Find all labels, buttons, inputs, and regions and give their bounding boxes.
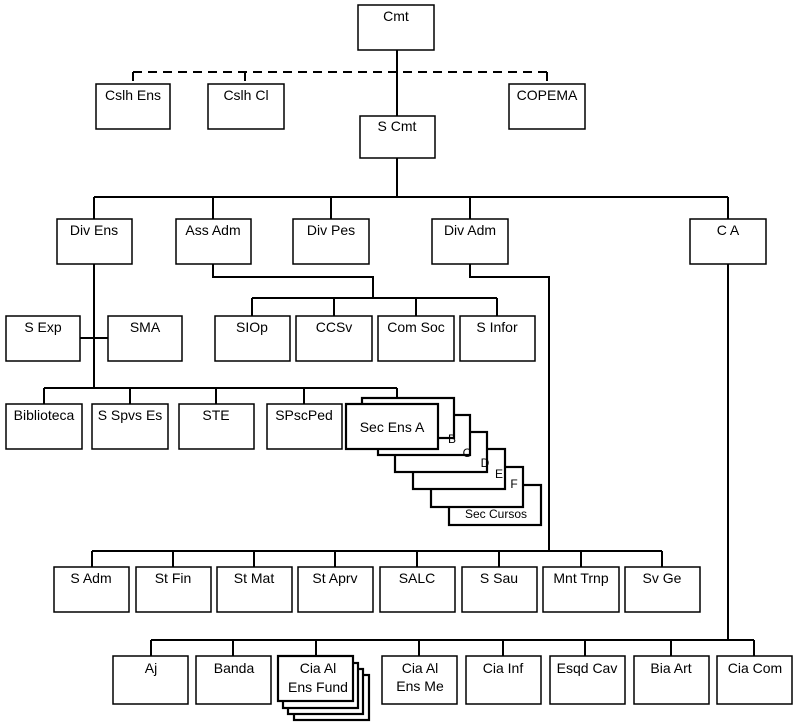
node-s-cmt: S Cmt — [359, 115, 436, 159]
node-sec-ens-a — [344, 402, 440, 451]
node-esqd-cav: Esqd Cav — [549, 655, 626, 705]
node-label: Div Pes — [307, 222, 355, 238]
node-salc: SALC — [379, 566, 456, 613]
node-biblioteca: Biblioteca — [5, 403, 83, 450]
node-sma: SMA — [107, 315, 183, 362]
node-ca: C A — [689, 218, 767, 265]
node-s-exp: S Exp — [5, 315, 81, 362]
node-cslh-ens: Cslh Ens — [95, 83, 171, 130]
node-cmt: Cmt — [357, 4, 435, 51]
node-label: SALC — [399, 570, 436, 586]
node-label: Cslh Ens — [105, 87, 161, 103]
node-st-aprv: St Aprv — [297, 566, 374, 613]
node-ass-adm: Ass Adm — [175, 218, 252, 265]
node-label: Mnt Trnp — [553, 570, 608, 586]
node-label: Ass Adm — [185, 222, 240, 238]
node-label: Cslh Cl — [223, 87, 268, 103]
node-label: Banda — [214, 660, 255, 676]
node-label: Esqd Cav — [557, 660, 618, 676]
node-label: St Aprv — [312, 570, 357, 586]
sec-ens-d-label: D — [481, 456, 490, 470]
node-cia-com: Cia Com — [716, 655, 793, 705]
node-label: Bia Art — [650, 660, 691, 676]
node-label: Cia Al — [300, 660, 337, 676]
node-banda: Banda — [195, 655, 272, 705]
node-label: SIOp — [236, 319, 268, 335]
node-label: Cmt — [383, 8, 409, 24]
node-s-infor: S Infor — [459, 315, 536, 362]
node-label: Cia Inf — [483, 660, 524, 676]
sec-ens-b-label: B — [448, 432, 456, 446]
node-com-soc: Com Soc — [377, 315, 455, 362]
node-label: SPscPed — [275, 407, 333, 423]
node-div-adm: Div Adm — [431, 218, 509, 265]
node-label: Sv Ge — [643, 570, 682, 586]
sec-ens-stack: Sec Ens A B C D E F Sec Cursos — [344, 396, 543, 527]
node-bia-art: Bia Art — [633, 655, 710, 705]
sec-ens-f-label: F — [510, 477, 517, 491]
node-siop: SIOp — [214, 315, 291, 362]
node-s-adm: S Adm — [53, 566, 130, 613]
node-label: COPEMA — [517, 87, 578, 103]
node-spscped: SPscPed — [266, 403, 343, 450]
node-sv-ge: Sv Ge — [624, 566, 701, 613]
node-st-mat: St Mat — [216, 566, 293, 613]
node-cia-inf: Cia Inf — [465, 655, 542, 705]
node-label: St Fin — [155, 570, 192, 586]
node-ste: STE — [178, 403, 255, 450]
node-ccsv: CCSv — [295, 315, 373, 362]
node-cslh-cl: Cslh Cl — [207, 83, 285, 130]
node-label-line2: Ens Me — [396, 678, 444, 694]
node-div-ens: Div Ens — [56, 218, 133, 265]
node-st-fin: St Fin — [135, 566, 212, 613]
node-label: C A — [717, 222, 740, 238]
node-label: S Spvs Es — [98, 407, 163, 423]
node-label: S Exp — [24, 319, 62, 335]
node-label: St Mat — [234, 570, 275, 586]
node-label: Div Ens — [70, 222, 118, 238]
node-label: S Cmt — [378, 118, 417, 134]
sec-ens-c-label: C — [463, 446, 472, 460]
node-mnt-trnp: Mnt Trnp — [542, 566, 620, 613]
node-s-spvs-es: S Spvs Es — [91, 403, 169, 450]
sec-cursos-label: Sec Cursos — [465, 507, 527, 521]
node-label: Cia Com — [728, 660, 782, 676]
node-copema: COPEMA — [508, 83, 586, 130]
node-label-line2: Ens Fund — [288, 679, 348, 695]
node-label: Biblioteca — [14, 407, 75, 423]
node-div-pes: Div Pes — [292, 218, 370, 265]
node-label: CCSv — [316, 319, 353, 335]
node-label: S Adm — [70, 570, 111, 586]
node-label: Div Adm — [444, 222, 496, 238]
node-cia-al-ens-me: Cia Al Ens Me — [381, 655, 458, 705]
node-cia-al-ens-fund: Cia Al Ens Fund — [276, 654, 371, 722]
node-label: Com Soc — [387, 319, 445, 335]
sec-ens-e-label: E — [495, 467, 503, 481]
connector-lines — [43, 50, 755, 656]
node-label: Aj — [145, 660, 157, 676]
node-s-sau: S Sau — [461, 566, 538, 613]
node-label: STE — [202, 407, 229, 423]
node-label: S Sau — [480, 570, 518, 586]
sec-ens-a-label: Sec Ens A — [360, 419, 425, 435]
node-label: SMA — [130, 319, 161, 335]
node-label: Cia Al — [402, 660, 439, 676]
node-aj: Aj — [112, 655, 189, 705]
node-label: S Infor — [476, 319, 518, 335]
